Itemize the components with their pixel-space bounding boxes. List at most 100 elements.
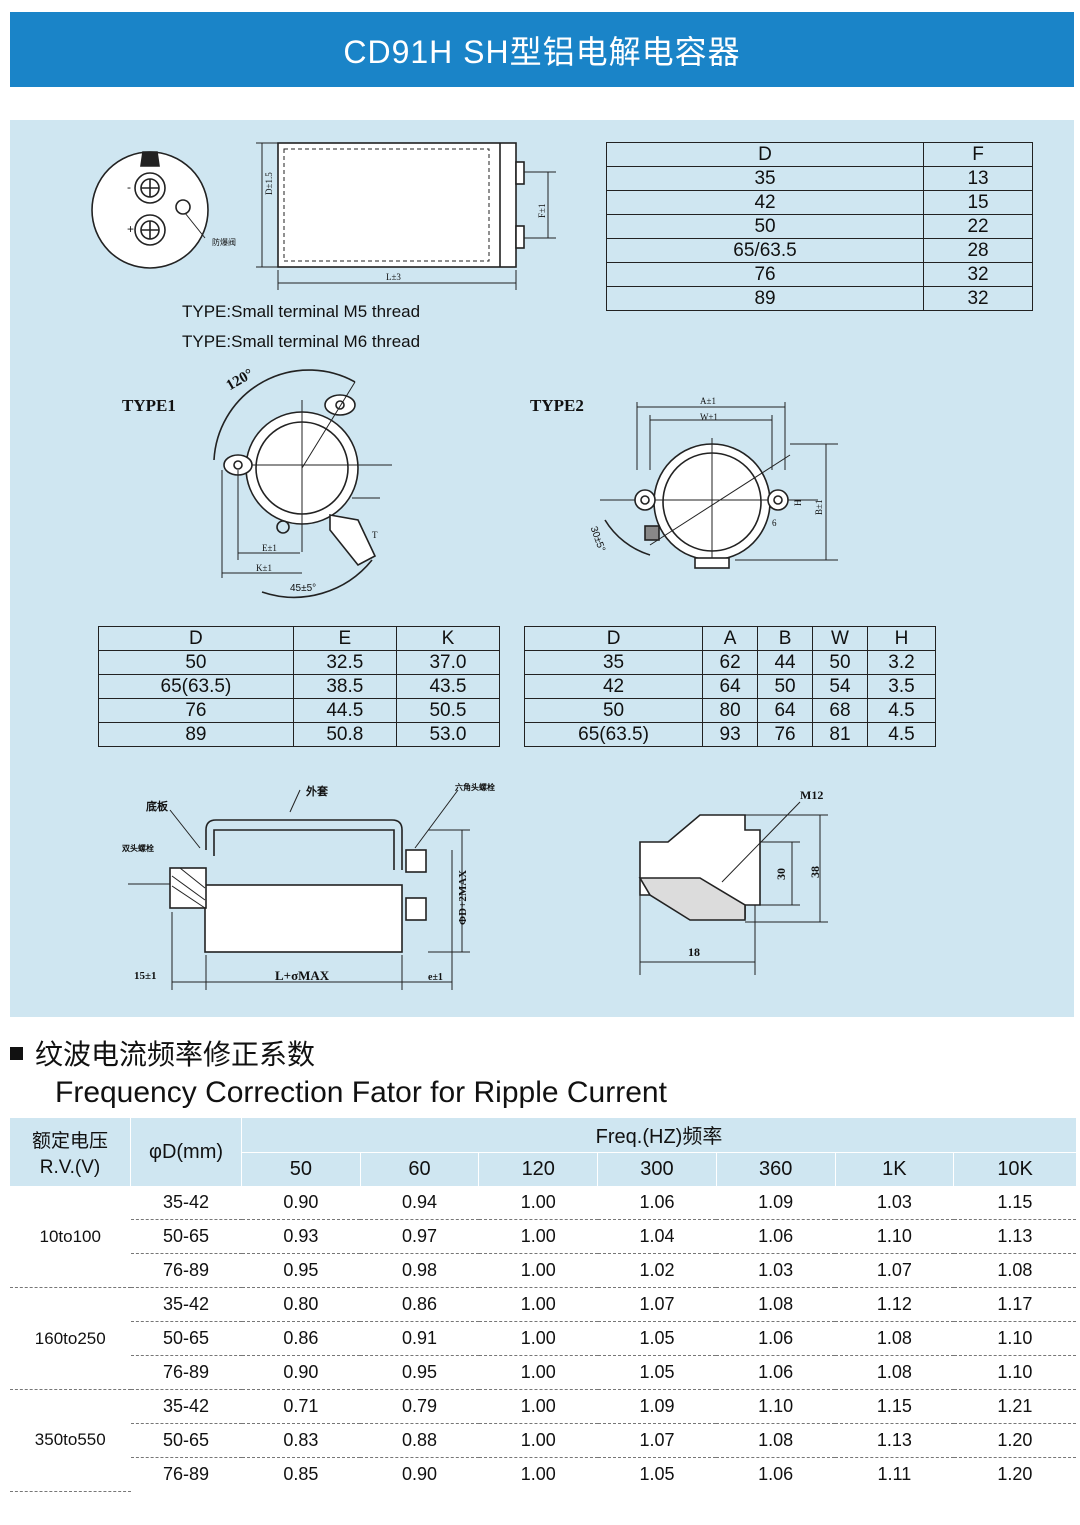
- factor-cell: 1.00: [478, 1321, 598, 1356]
- factor-cell: 1.13: [953, 1219, 1076, 1254]
- base-plate-label: 底板: [146, 801, 168, 813]
- factor-cell: 1.15: [835, 1389, 954, 1424]
- table-df-cell: 89: [605, 286, 925, 311]
- factor-cell: 0.79: [360, 1389, 479, 1424]
- vent-label: 防爆阀: [212, 238, 236, 247]
- table-df-cell: 28: [923, 238, 1033, 263]
- factor-cell: 0.93: [241, 1219, 361, 1254]
- diameter-cell: 35-42: [130, 1287, 242, 1322]
- table-df-cell: 50: [605, 214, 925, 239]
- cover-label: 外套: [306, 786, 328, 798]
- factor-cell: 0.90: [241, 1186, 361, 1220]
- factor-cell: 0.88: [360, 1423, 479, 1458]
- freq-column-header: 50: [241, 1152, 361, 1186]
- factor-cell: 1.06: [597, 1186, 717, 1220]
- diameter-cell: 76-89: [162, 1464, 210, 1484]
- table-dabwh-cell: 50: [523, 698, 704, 723]
- factor-cell: 1.12: [835, 1287, 954, 1322]
- table-dabwh-cell: 50: [812, 650, 868, 675]
- type1-label: TYPE1: [122, 396, 176, 415]
- table-dabwh-cell: 4.5: [866, 722, 937, 747]
- factor-cell: 1.00: [478, 1355, 598, 1390]
- diameter-cell: 76-89: [130, 1253, 242, 1288]
- angle-45-label: 45±5°: [290, 583, 317, 594]
- rated-voltage-cell: 160to250: [10, 1287, 131, 1390]
- section-title-cn: 纹波电流频率修正系数: [10, 1033, 315, 1073]
- table-dek-cell: 43.5: [395, 674, 501, 699]
- table-df-cell: 22: [923, 214, 1033, 239]
- table-dek-cell: 53.0: [395, 722, 501, 747]
- table-df-cell: 35: [605, 166, 925, 191]
- dim-dmax-label: ΦD+2MAX: [457, 869, 469, 925]
- factor-cell: 1.06: [716, 1219, 836, 1254]
- table-dabwh-header-cell: H: [866, 626, 937, 651]
- diameter-cell: 35-42: [130, 1389, 242, 1424]
- table-dabwh-cell: 50: [757, 674, 813, 699]
- factor-cell: 0.95: [241, 1253, 361, 1288]
- factor-cell: 1.04: [597, 1219, 717, 1254]
- factor-cell: 0.97: [360, 1219, 479, 1254]
- table-dek-cell: 44.5: [292, 698, 397, 723]
- factor-cell: 0.90: [241, 1355, 361, 1390]
- factor-cell: 0.94: [360, 1186, 479, 1220]
- dim-38-label: 38: [808, 866, 822, 878]
- table-df-cell: 42: [605, 190, 925, 215]
- diameter-cell: 50-65: [130, 1219, 242, 1254]
- section-title-cn-text: 纹波电流频率修正系数: [35, 1039, 316, 1070]
- rated-voltage-cell: 10to100: [10, 1186, 131, 1288]
- factor-cell: 1.21: [953, 1389, 1076, 1424]
- factor-cell: 1.07: [597, 1287, 717, 1322]
- freq-column-header: 360: [716, 1152, 836, 1186]
- freq-column-header: 60: [360, 1152, 480, 1186]
- table-dabwh-cell: 44: [757, 650, 813, 675]
- table-df-header-cell: F: [923, 142, 1033, 167]
- table-df-cell: 32: [923, 262, 1033, 287]
- factor-cell: 1.00: [478, 1389, 598, 1424]
- dim-e-label: E±1: [262, 543, 277, 553]
- capacitor-side-view: [277, 142, 517, 268]
- factor-cell: 1.09: [597, 1389, 717, 1424]
- technical-drawings: [91, 142, 838, 990]
- dim-lmax-label: L+σMAX: [275, 968, 330, 983]
- dim-f-label: F±1: [537, 203, 547, 218]
- table-dek-cell: 76: [98, 698, 294, 723]
- factor-cell: 1.06: [758, 1464, 794, 1484]
- factor-cell: 1.05: [597, 1355, 717, 1390]
- factor-cell: 1.00: [478, 1253, 598, 1288]
- table-dek-cell: 50: [98, 650, 294, 675]
- rated-voltage-cell: 350to550: [10, 1389, 131, 1492]
- freq-column-header: 120: [478, 1152, 599, 1186]
- dim-b-label: B±1: [814, 499, 824, 515]
- factor-cell: 1.06: [716, 1321, 836, 1356]
- table-dek-cell: 65(63.5): [98, 674, 294, 699]
- table-dabwh-cell: 64: [702, 674, 759, 699]
- factor-cell: 1.00: [520, 1464, 556, 1484]
- table-dabwh-cell: 64: [757, 698, 813, 723]
- table-dabwh-cell: 42: [523, 674, 704, 699]
- table-dabwh-cell: 65(63.5): [523, 722, 704, 747]
- table-df-cell: 32: [923, 286, 1033, 311]
- factor-cell: 0.85: [283, 1464, 319, 1484]
- section-title-en: Frequency Correction Fator for Ripple Cu…: [55, 1076, 667, 1109]
- freq-column-header: 1K: [835, 1152, 955, 1186]
